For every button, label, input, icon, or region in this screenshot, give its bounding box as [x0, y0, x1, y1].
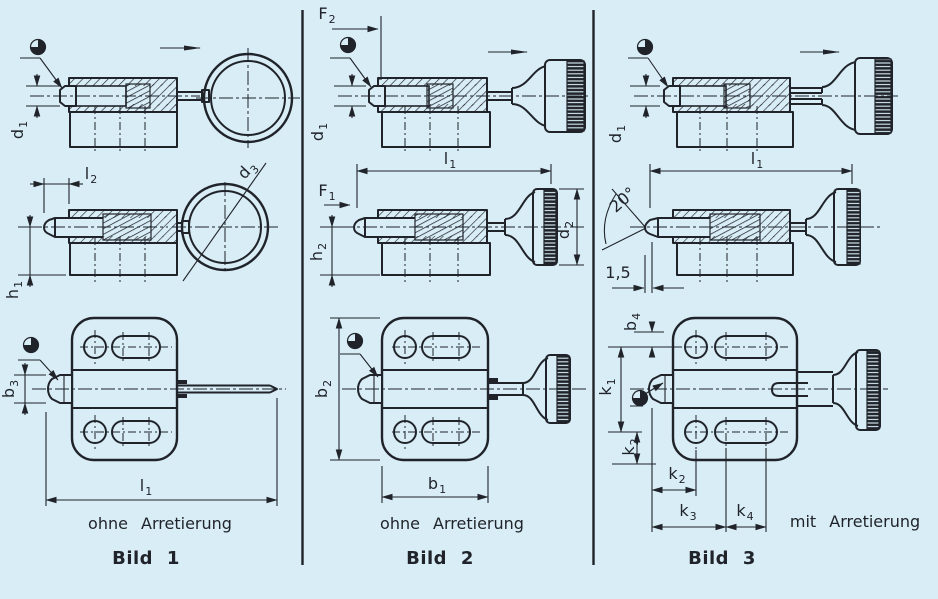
dim-label-d1-bild1: d1: [8, 120, 30, 140]
dim-label-F1-bild2: F1: [318, 181, 336, 203]
title-bild2: Bild 2: [406, 548, 474, 569]
datum-target-icon: [29, 38, 47, 56]
dim-label-l1-bild1: l1: [139, 476, 153, 498]
bild2-side-view-extended: [320, 164, 585, 287]
caption-bild1: ohne Arretierung: [88, 514, 232, 533]
caption-bild3: mit Arretierung: [789, 512, 921, 531]
bild1-top-view-plate: [14, 316, 286, 506]
bild3-top-view-plate: [608, 316, 888, 532]
dim-label-b2-bild2: b2: [312, 379, 334, 399]
dim-label-k4-bild3: k4: [736, 501, 754, 523]
dim-label-d1-bild2: d1: [308, 122, 330, 142]
bild3-side-view-retracted: [628, 38, 898, 152]
bild1-side-view-extended: [18, 162, 280, 287]
bild1-side-view-retracted: [20, 38, 300, 152]
dim-label-l1-bild3: l1: [750, 149, 764, 171]
dim-label-b4-bild3: b4: [621, 312, 643, 332]
dim-label-l1-bild2: l1: [443, 149, 457, 171]
caption-bild2: ohne Arretierung: [380, 514, 524, 533]
dim-label-h2-bild2: h2: [307, 242, 329, 262]
dim-label-d1-bild3: d1: [606, 124, 628, 144]
dim-label-F2-bild2: F2: [318, 4, 336, 26]
dim-label-b1-bild2: b1: [427, 474, 447, 496]
datum-target-icon: [339, 36, 357, 54]
dim-label-l2-bild1: l2: [84, 164, 98, 186]
dim-label-h1-bild1: h1: [3, 280, 25, 300]
dim-label-k2-left-bild3: k2: [619, 438, 641, 456]
dim-label-d2-bild2: d2: [554, 220, 576, 240]
bild2-side-view-retracted: [330, 16, 590, 152]
dim-label-tip-bild3: 1,5: [605, 263, 631, 282]
dim-label-k3-bild3: k3: [679, 501, 697, 523]
datum-target-icon: [346, 332, 364, 350]
title-bild3: Bild 3: [688, 548, 756, 569]
title-bild1: Bild 1: [112, 548, 180, 569]
dim-label-k1-bild3: k1: [596, 378, 618, 396]
datum-target-icon: [636, 38, 654, 56]
bild2-top-view-plate: [330, 316, 588, 503]
bild3-side-view-extended: [601, 164, 880, 293]
datum-target-icon: [22, 336, 40, 354]
dim-label-k2-bottom-bild3: k2: [668, 464, 686, 486]
dim-label-b3-bild1: b3: [0, 379, 21, 399]
datum-target-icon: [631, 389, 649, 407]
